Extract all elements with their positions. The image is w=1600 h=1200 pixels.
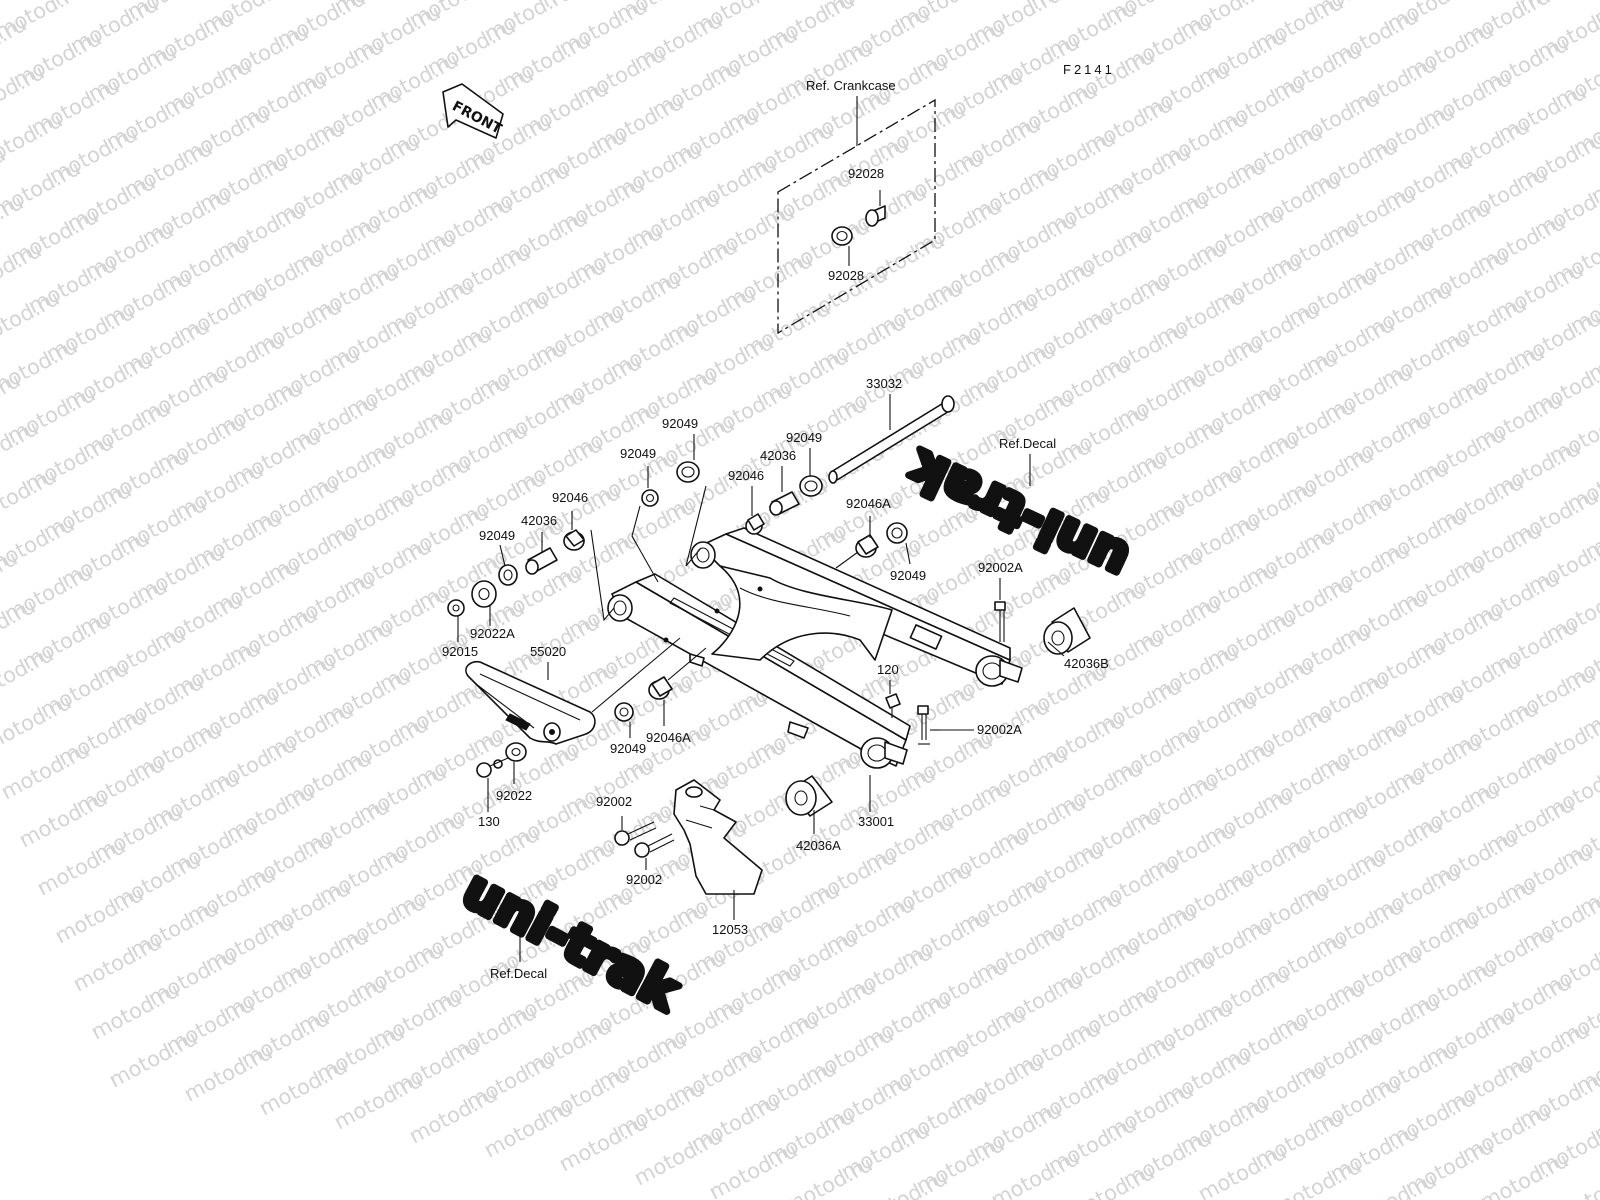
label-130: 130 (478, 814, 500, 829)
figure-code: F2141 (1063, 62, 1115, 77)
label-92049-d: 92049 (786, 430, 822, 445)
label-92002-a: 92002 (596, 794, 632, 809)
label-12053: 12053 (712, 922, 748, 937)
chain-guide-55020: 55020 92022 130 (465, 637, 681, 829)
crankcase-ref-label: Ref. Crankcase (806, 78, 896, 93)
label-42036-b: 42036 (760, 448, 796, 463)
pivot-shaft-33032: 33032 (828, 376, 955, 484)
label-92046-b: 92046 (728, 468, 764, 483)
front-arrow-icon: FRONT (442, 83, 505, 139)
label-92028-top: 92028 (848, 166, 884, 181)
label-92046-a: 92046 (552, 490, 588, 505)
ref-decal-left-label: Ref.Decal (490, 966, 547, 981)
label-92015: 92015 (442, 644, 478, 659)
label-92028-bottom: 92028 (828, 268, 864, 283)
label-33032: 33032 (866, 376, 902, 391)
label-92049-b: 92049 (620, 446, 656, 461)
pivot-bearing-group-right: 92049 42036 92046 92046A 92049 (728, 430, 926, 583)
label-92049-f: 92049 (610, 741, 646, 756)
right-axle-hardware: 92002A 42036B 120 92002A 42036A (785, 560, 1109, 853)
chain-cover-12053: 12053 92002 92002 (596, 779, 763, 937)
label-92046A-b: 92046A (646, 730, 691, 745)
bushing-92028-lower (831, 226, 853, 266)
label-92002A-a: 92002A (978, 560, 1023, 575)
label-92002A-b: 92002A (977, 722, 1022, 737)
label-92002-b: 92002 (626, 872, 662, 887)
label-92022A: 92022A (470, 626, 515, 641)
crankcase-reference-box: Ref. Crankcase 92028 92028 (777, 78, 936, 335)
label-92049-c: 92049 (479, 528, 515, 543)
left-lower-spacers: 92046A 92049 (610, 647, 707, 756)
pivot-bearing-group-left: 92049 92049 92046 42036 92049 92022A 920 (442, 416, 707, 659)
label-42036A: 42036A (796, 838, 841, 853)
label-92049-a: 92049 (662, 416, 698, 431)
label-92022: 92022 (496, 788, 532, 803)
label-33001: 33001 (858, 814, 894, 829)
label-92046A-a: 92046A (846, 496, 891, 511)
label-55020: 55020 (530, 644, 566, 659)
bushing-92028-upper (865, 190, 886, 227)
label-42036B: 42036B (1064, 656, 1109, 671)
ref-decal-right-label: Ref.Decal (999, 436, 1056, 451)
watermark-text: motod.ru (1590, 0, 1600, 30)
label-42036-a: 42036 (521, 513, 557, 528)
label-92049-e: 92049 (890, 568, 926, 583)
swingarm-33001: 33001 (607, 527, 1023, 829)
label-120: 120 (877, 662, 899, 677)
